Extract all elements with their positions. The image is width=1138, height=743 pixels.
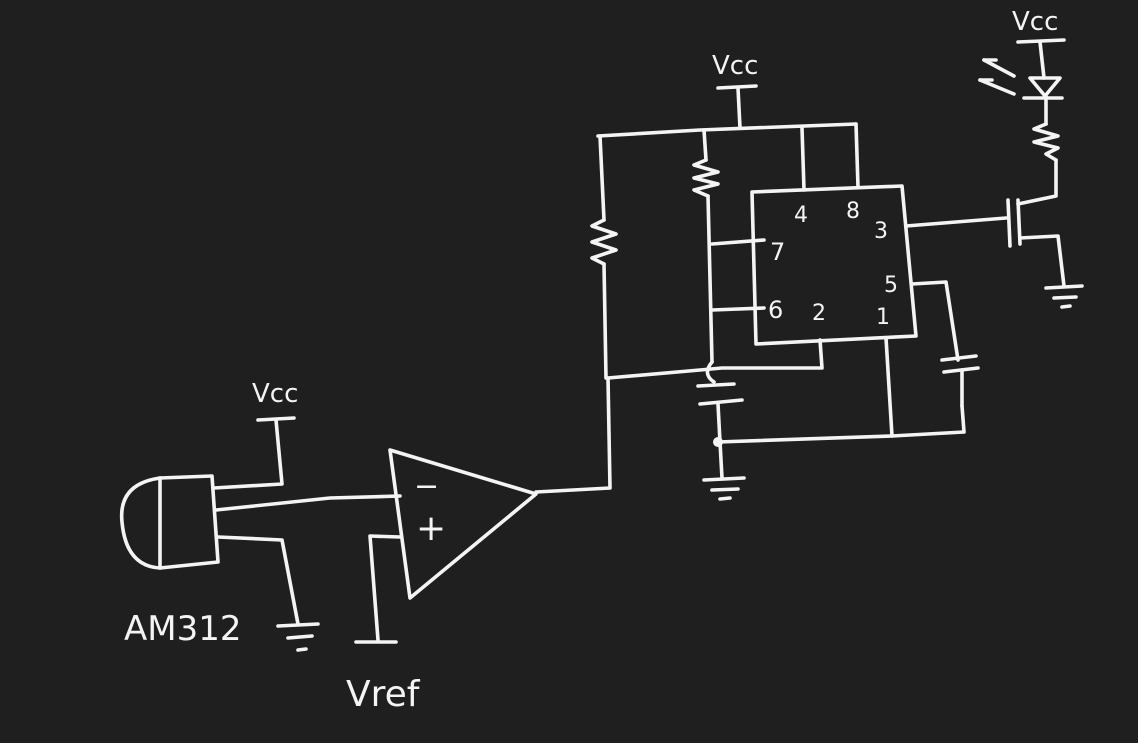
op-amp bbox=[388, 448, 538, 600]
vref-wire bbox=[354, 534, 402, 644]
vcc-led-label: Vcc bbox=[1012, 7, 1058, 37]
pin-7-label: 7 bbox=[770, 238, 785, 266]
sensor-ground bbox=[216, 535, 320, 652]
resistor-led bbox=[1032, 94, 1060, 162]
vcc-sensor-rail bbox=[212, 416, 296, 490]
led bbox=[978, 38, 1066, 100]
vcc-timer-rail bbox=[596, 84, 858, 138]
pin-5-label: 5 bbox=[884, 273, 898, 298]
timer-ground bbox=[702, 404, 966, 501]
vref-label: Vref bbox=[346, 674, 421, 715]
pin-1-label: 1 bbox=[876, 305, 890, 330]
opamp-minus-label: − bbox=[414, 469, 439, 504]
pin-2-label: 2 bbox=[812, 301, 826, 326]
capacitor-control bbox=[940, 354, 980, 408]
trigger-node-wire bbox=[606, 366, 822, 380]
pin-8-label: 8 bbox=[846, 199, 860, 224]
timer-555 bbox=[710, 122, 1008, 438]
pin-6-label: 6 bbox=[768, 296, 783, 324]
pin-4-label: 4 bbox=[794, 203, 808, 228]
vcc-sensor-label: Vcc bbox=[252, 379, 298, 409]
mosfet bbox=[1006, 158, 1066, 288]
opamp-output-wire bbox=[534, 376, 612, 494]
pir-sensor bbox=[119, 474, 220, 570]
resistor-timing bbox=[692, 128, 720, 364]
sensor-output-wire bbox=[214, 494, 402, 512]
opamp-plus-label: + bbox=[416, 508, 446, 549]
vcc-timer-label: Vcc bbox=[712, 51, 758, 81]
capacitor-timing bbox=[696, 360, 744, 444]
resistor-left bbox=[590, 134, 618, 380]
sensor-part-label: AM312 bbox=[124, 609, 242, 649]
mosfet-ground bbox=[1044, 284, 1084, 309]
pin-3-label: 3 bbox=[874, 219, 888, 244]
